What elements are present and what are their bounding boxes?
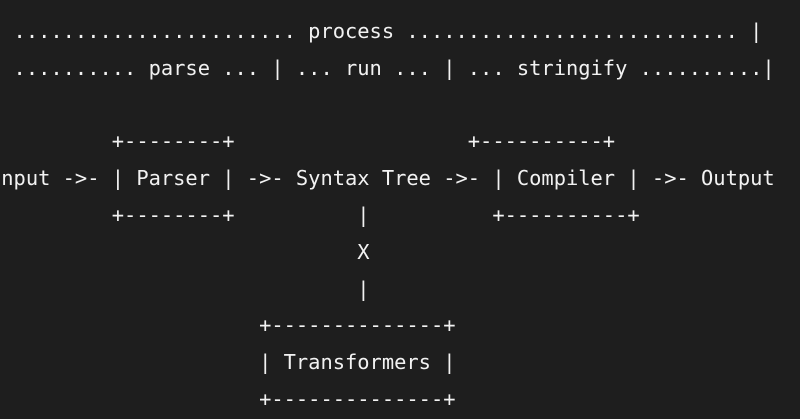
connector-line: | (0, 276, 370, 301)
box-bottom-line: +--------+ | +----------+ (0, 202, 640, 227)
phases-line: | .......... parse ... | ... run ... | .… (0, 55, 775, 80)
transformers-top-line: +--------------+ (0, 313, 456, 338)
connector-x-line: X (0, 239, 370, 264)
blank-line (0, 87, 775, 124)
process-line: | ....................... process ......… (0, 19, 763, 43)
transformers-label-line: | Transformers | (0, 350, 456, 375)
pipeline-line: Input ->- | Parser | ->- Syntax Tree ->-… (0, 166, 775, 191)
box-top-line: +--------+ +----------+ (0, 129, 616, 154)
transformers-bottom-line: +--------------+ (0, 386, 456, 411)
ascii-diagram: | ....................... process ......… (0, 13, 775, 418)
